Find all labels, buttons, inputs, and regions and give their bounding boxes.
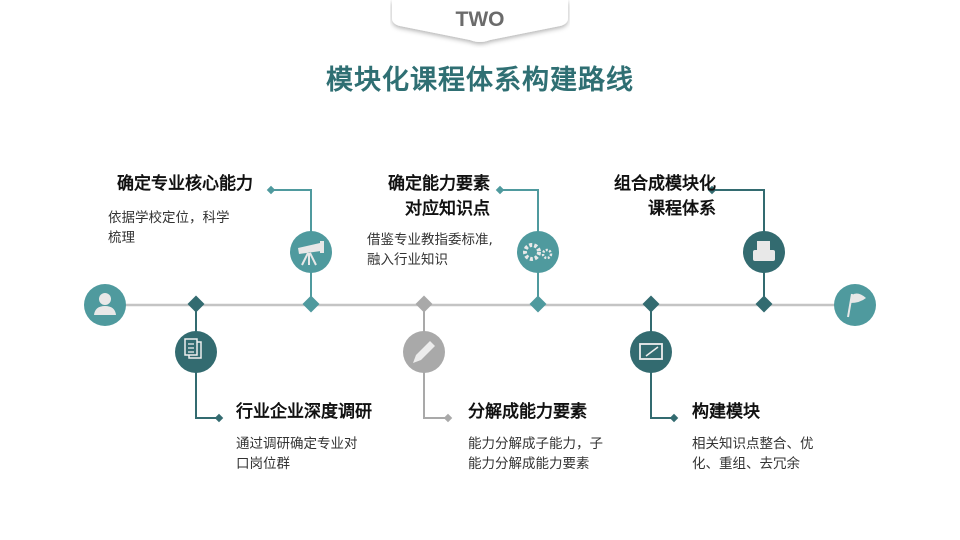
step-title-4: 分解成能力要素 <box>468 402 587 422</box>
diamond-6 <box>642 295 660 313</box>
person-icon <box>84 284 126 326</box>
end-diamond-1 <box>266 185 276 195</box>
page-title: 模块化课程体系构建路线 <box>326 65 634 96</box>
step-title-5: 组合成模块化课程体系 <box>614 174 716 219</box>
diamond-2 <box>187 295 205 313</box>
diamond-1 <box>302 295 320 313</box>
step-title-1: 确定专业核心能力 <box>117 174 253 194</box>
end-diamond-2 <box>214 413 224 423</box>
section-tab-label: TWO <box>455 8 505 31</box>
step-title-2: 行业企业深度调研 <box>236 402 372 422</box>
step-desc-3: 借鉴专业教指委标准,融入行业知识 <box>367 232 493 268</box>
fax-icon <box>743 231 785 273</box>
telescope-icon <box>290 231 332 273</box>
diamond-4 <box>415 295 433 313</box>
pencil-icon <box>403 331 445 373</box>
diamond-3 <box>529 295 547 313</box>
diamond-5 <box>755 295 773 313</box>
end-diamond-6 <box>669 413 679 423</box>
step-desc-6: 相关知识点整合、优化、重组、去冗余 <box>692 436 814 472</box>
flag-icon <box>834 284 876 326</box>
step-desc-4: 能力分解成子能力，子能力分解成能力要素 <box>468 436 603 472</box>
documents-icon <box>175 331 217 373</box>
end-diamond-4 <box>443 413 453 423</box>
step-title-6: 构建模块 <box>692 402 760 422</box>
step-desc-2: 通过调研确定专业对口岗位群 <box>236 436 358 472</box>
step-title-3: 确定能力要素对应知识点 <box>388 174 490 219</box>
step-desc-1: 依据学校定位，科学梳理 <box>108 210 230 246</box>
section-tab <box>392 0 568 42</box>
end-diamond-3 <box>495 185 505 195</box>
gears-icon <box>517 231 559 273</box>
board-icon <box>630 331 672 373</box>
